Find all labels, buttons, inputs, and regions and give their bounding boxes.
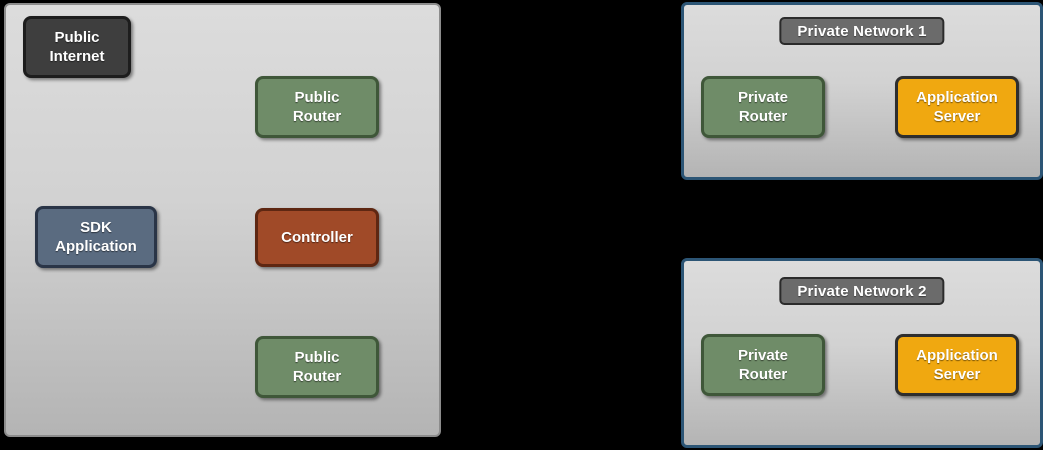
node-private-router-2[interactable]: Private Router — [701, 334, 825, 396]
node-public-internet[interactable]: Public Internet — [23, 16, 131, 78]
private-network-1-title-badge: Private Network 1 — [779, 17, 945, 45]
private-network-2-title-badge: Private Network 2 — [779, 277, 945, 305]
node-sdk-application[interactable]: SDK Application — [35, 206, 157, 268]
private-network-2-panel: Private Network 2 Private Router Applica… — [681, 258, 1043, 448]
node-application-server-1-label-line2: Server — [933, 108, 981, 125]
node-private-router-2-label-line2: Router — [738, 366, 788, 383]
node-sdk-application-label-line2: Application — [55, 238, 137, 255]
public-zone-panel: Public Internet Public Router SDK Applic… — [4, 3, 441, 437]
node-private-router-1-label-line2: Router — [738, 108, 788, 125]
node-public-internet-label-line1: Public — [54, 29, 100, 46]
node-private-router-1[interactable]: Private Router — [701, 76, 825, 138]
node-public-internet-label-line2: Internet — [49, 48, 105, 65]
node-application-server-2-label-line1: Application — [916, 347, 998, 364]
node-public-router-top-label-line1: Public — [294, 89, 340, 106]
node-public-router-top-label-line2: Router — [292, 108, 342, 125]
node-public-router-bottom[interactable]: Public Router — [255, 336, 379, 398]
node-application-server-1-label-line1: Application — [916, 89, 998, 106]
node-private-router-1-label-line1: Private — [737, 89, 789, 106]
node-public-router-bottom-label-line1: Public — [294, 349, 340, 366]
node-sdk-application-label-line1: SDK — [80, 219, 112, 236]
node-controller[interactable]: Controller — [255, 208, 379, 267]
node-public-router-top[interactable]: Public Router — [255, 76, 379, 138]
node-application-server-2-label-line2: Server — [933, 366, 981, 383]
node-public-router-bottom-label-line2: Router — [292, 368, 342, 385]
node-application-server-2[interactable]: Application Server — [895, 334, 1019, 396]
node-application-server-1[interactable]: Application Server — [895, 76, 1019, 138]
node-private-router-2-label-line1: Private — [737, 347, 789, 364]
node-controller-label: Controller — [281, 229, 353, 246]
private-network-1-panel: Private Network 1 Private Router Applica… — [681, 2, 1043, 180]
